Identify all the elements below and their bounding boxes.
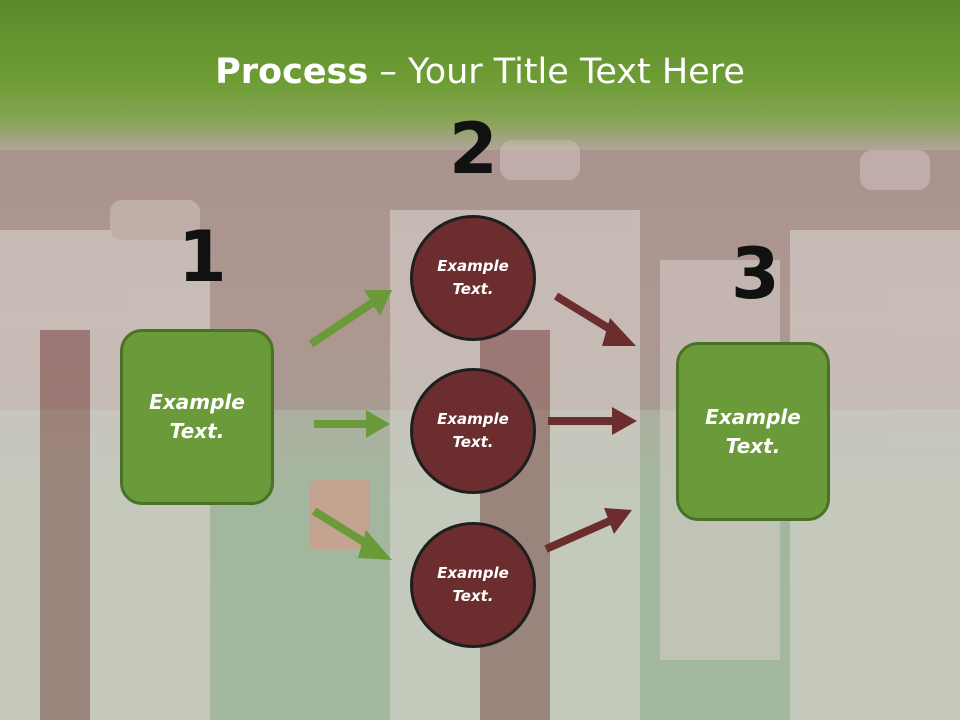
stage-2-circle-bottom: Example Text. <box>410 522 536 648</box>
red-arrow-down <box>553 292 636 346</box>
stage-number-3: 3 <box>731 233 780 315</box>
stage-2-circle-bottom-text: Example Text. <box>437 564 509 605</box>
stage-2-circle-top: Example Text. <box>410 215 536 341</box>
stage-1-box: Example Text. <box>120 329 274 505</box>
stage-number-2: 2 <box>449 108 498 190</box>
title-bold: Process <box>215 52 369 92</box>
green-arrow-up <box>308 290 392 348</box>
stage-number-1: 1 <box>178 216 227 298</box>
stage-3-text: Example Text. <box>705 404 801 458</box>
title-rest: – Your Title Text Here <box>368 52 745 92</box>
stage-2-circle-middle: Example Text. <box>410 368 536 494</box>
green-arrow-down <box>311 507 392 560</box>
red-arrow-up <box>544 508 632 553</box>
slide-title: Process – Your Title Text Here <box>0 52 960 92</box>
stage-2-circle-top-text: Example Text. <box>437 257 509 298</box>
stage-3-box: Example Text. <box>676 342 830 521</box>
stage-1-text: Example Text. <box>149 390 245 443</box>
title-band <box>0 0 960 150</box>
red-arrow-right <box>548 407 637 435</box>
stage-2-circle-middle-text: Example Text. <box>437 410 509 451</box>
green-arrow-right <box>314 410 390 438</box>
